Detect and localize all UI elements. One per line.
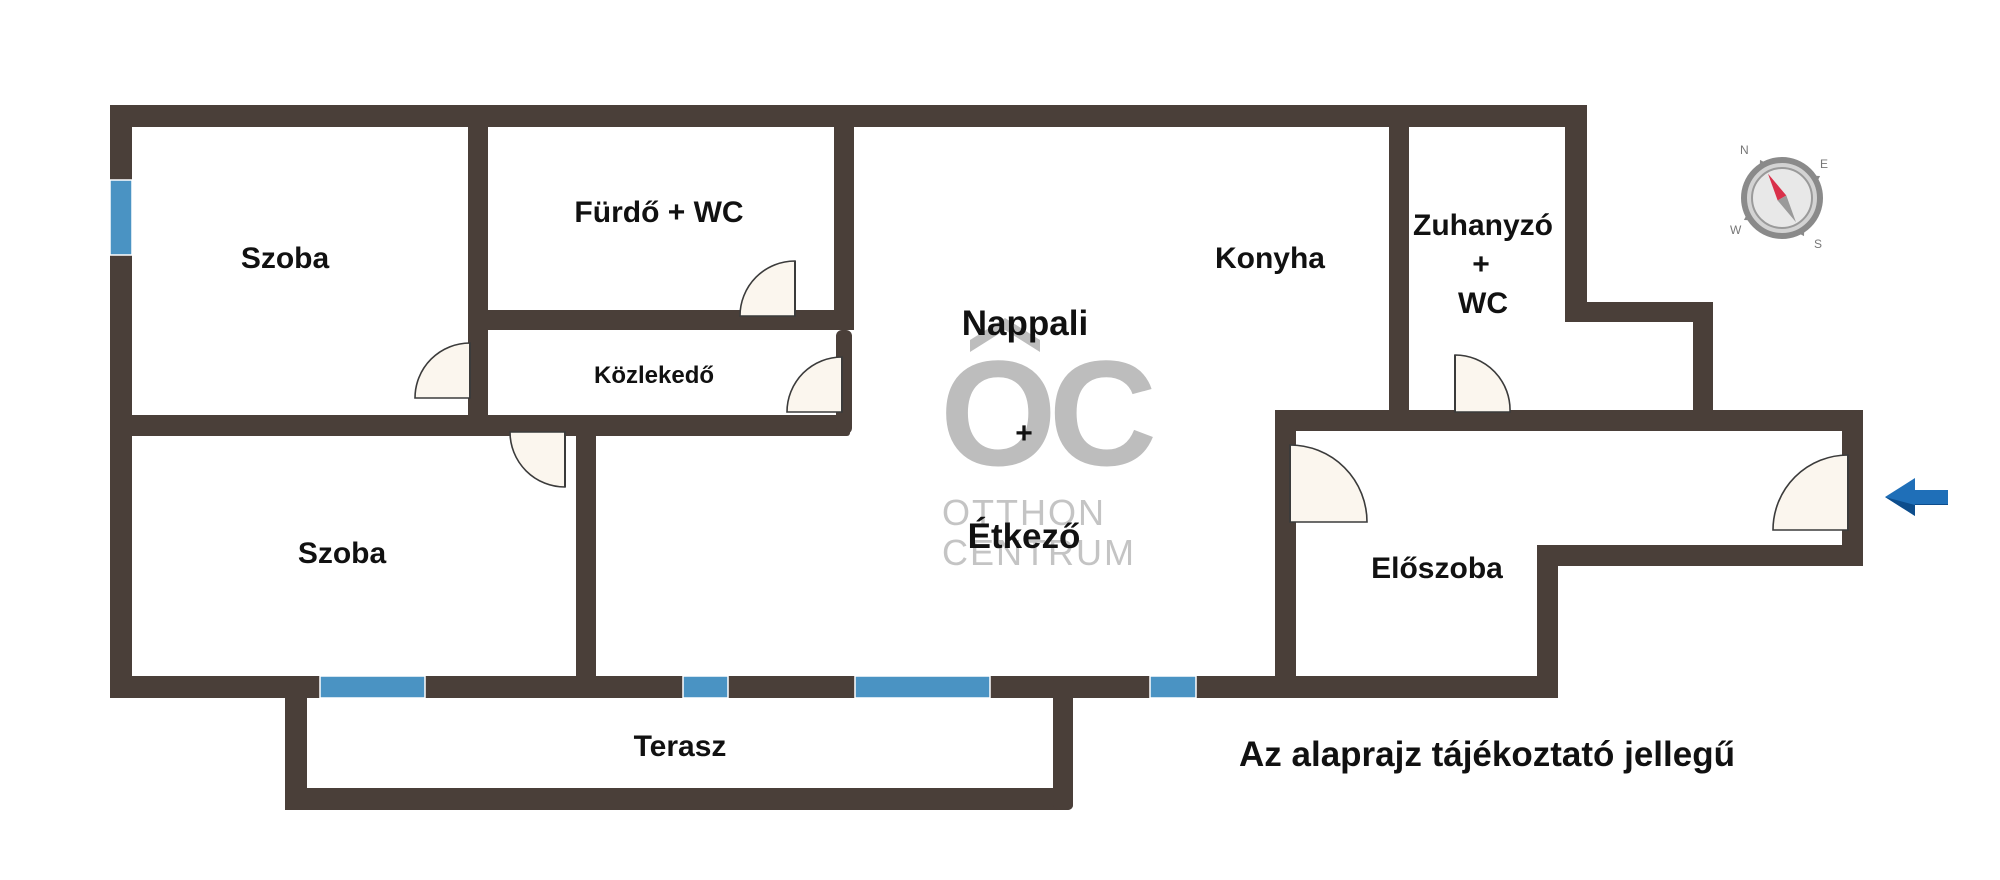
wall-zuhanyzo-left: [1389, 105, 1409, 423]
wall-terasz-bottom: [285, 788, 1073, 810]
door-zuhanyzo: [1454, 354, 1511, 413]
room-label-plus-right: +: [1472, 248, 1490, 281]
window-left-wall: [109, 179, 133, 256]
watermark-logo: OC: [940, 329, 1154, 497]
room-label-wc: WC: [1458, 287, 1508, 320]
watermark: OC OTTHON CENTRUM: [940, 318, 1162, 573]
room-label-furdo: Fürdő + WC: [574, 196, 743, 229]
door-furdo: [739, 260, 796, 317]
wall-furdo-bottom: [468, 310, 854, 330]
compass-w: W: [1730, 223, 1742, 237]
room-label-plus-mid: +: [1015, 417, 1033, 450]
wall-step-right: [1693, 302, 1713, 424]
wall-step-top: [1565, 302, 1712, 322]
wall-furdo-right: [834, 105, 854, 327]
wall-eloszoba-step-v: [1537, 545, 1558, 698]
wall-zuhanyzo-bottom: [1389, 410, 1709, 430]
wall-eloszoba-step: [1537, 545, 1863, 566]
wall-terasz-left: [285, 676, 307, 810]
disclaimer-note: Az alaprajz tájékoztató jellegű: [1239, 735, 1735, 774]
room-label-szoba-bottom: Szoba: [298, 537, 387, 570]
door-szoba-bottom: [509, 431, 566, 488]
room-labels: Szoba Fürdő + WC Közlekedő Nappali + Étk…: [241, 196, 1553, 763]
door-szoba-top: [414, 342, 471, 399]
compass-icon: N E S W: [1730, 143, 1828, 251]
watermark-line1: OTTHON: [942, 492, 1106, 533]
window-szoba-bottom: [319, 675, 426, 699]
wall-szoba-bottom-divider: [576, 415, 596, 697]
room-label-terasz: Terasz: [634, 730, 727, 763]
room-label-zuhanyzo: Zuhanyzó: [1413, 209, 1553, 242]
wall-mid-left: [110, 415, 850, 436]
window-konyha-bottom: [1149, 675, 1197, 699]
room-label-etkezo: Étkező: [968, 516, 1081, 556]
room-label-szoba-top: Szoba: [241, 242, 330, 275]
compass-e: E: [1820, 157, 1828, 171]
watermark-chevron: [970, 318, 1040, 352]
wall-terasz-right: [1053, 676, 1073, 810]
windows: [109, 179, 1197, 699]
watermark-line2: CENTRUM: [942, 532, 1136, 573]
compass-n: N: [1740, 143, 1749, 157]
arrow-left-icon: [1885, 478, 1948, 516]
room-label-konyha: Konyha: [1215, 242, 1325, 275]
compass-s: S: [1814, 237, 1822, 251]
door-entrance: [1772, 454, 1849, 531]
wall-top-right: [1565, 105, 1587, 317]
window-nappali-2: [854, 675, 991, 699]
room-label-eloszoba: Előszoba: [1371, 552, 1503, 585]
window-nappali-1: [682, 675, 729, 699]
room-label-nappali: Nappali: [962, 304, 1088, 343]
wall-szoba-divider: [468, 105, 488, 423]
door-kozlekedo: [786, 356, 843, 413]
room-label-kozlekedo: Közlekedő: [594, 362, 714, 389]
doors: [414, 260, 1849, 531]
door-eloszoba-inner: [1289, 444, 1368, 523]
